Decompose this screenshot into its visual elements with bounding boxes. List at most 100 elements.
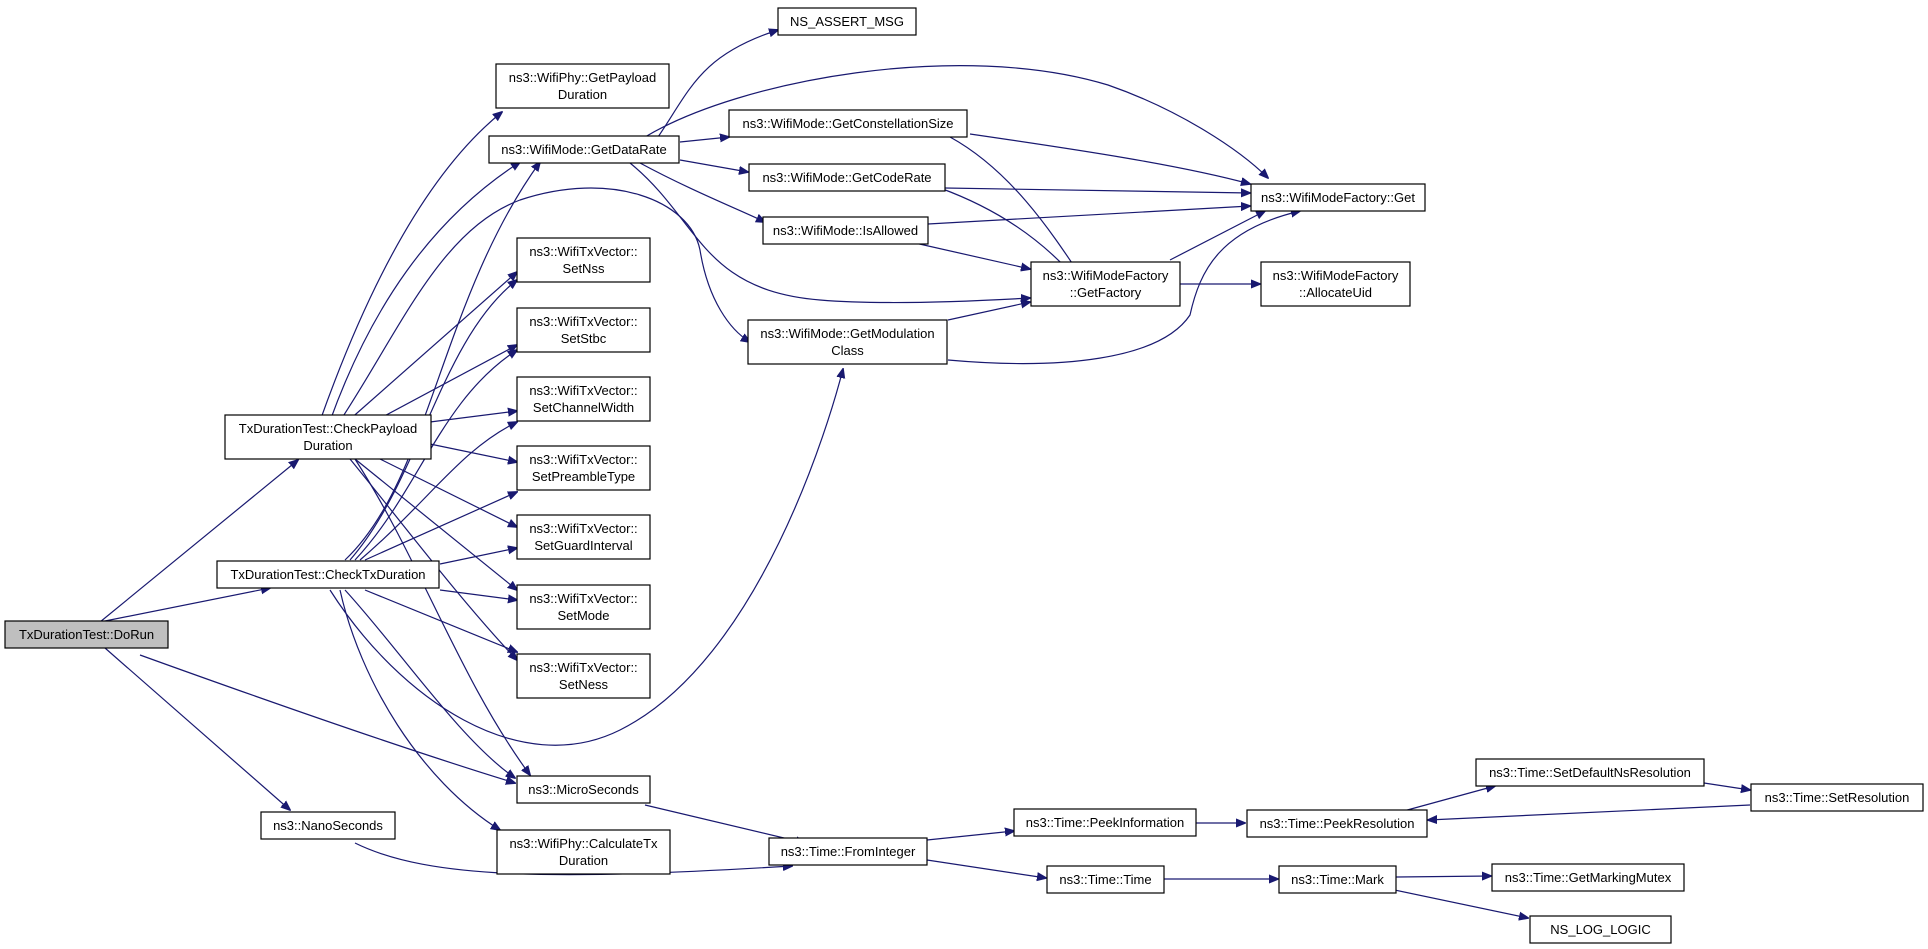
node-box [768,837,928,866]
nodes: TxDurationTest::DoRun TxDurationTest::Che… [4,7,1924,944]
node-is-allowed[interactable]: ns3::WifiMode::IsAllowed [762,216,929,245]
node-time-mark[interactable]: ns3::Time::Mark [1278,865,1397,894]
node-wifi-mode-factory-get[interactable]: ns3::WifiModeFactory::Get [1250,183,1426,212]
node-allocate-uid[interactable]: ns3::WifiModeFactory::AllocateUid [1260,261,1411,307]
node-box [1030,261,1181,307]
node-label: ns3::Time::GetMarkingMutex [1505,870,1672,885]
node-label: SetChannelWidth [533,400,634,415]
edge-mark-to-nsloglogic [1389,888,1528,918]
edge-getdatarate-to-isallowed [639,162,765,222]
node-box [516,584,651,630]
node-box [777,7,917,36]
node-label: NS_LOG_LOGIC [1550,922,1650,937]
edge-checkpayload-to-getpayloadduration [319,112,502,422]
edge-getfactory-to-get [1169,211,1265,261]
node-get-constellation-size[interactable]: ns3::WifiMode::GetConstellationSize [728,109,968,138]
edge-getdatarate-to-getconstellationsize [679,137,729,142]
node-box [516,514,651,560]
node-set-default-ns-resolution[interactable]: ns3::Time::SetDefaultNsResolution [1475,758,1705,787]
node-set-guard-interval[interactable]: ns3::WifiTxVector::SetGuardInterval [516,514,651,560]
node-label: ns3::NanoSeconds [273,818,383,833]
edge-peekresolution-to-setdefaultnsresolution [1399,786,1495,813]
node-set-ness[interactable]: ns3::WifiTxVector::SetNess [516,653,651,699]
node-label: ns3::WifiMode::GetCodeRate [762,170,931,185]
node-box [516,376,651,422]
node-set-nss[interactable]: ns3::WifiTxVector::SetNss [516,237,651,283]
node-set-preamble-type[interactable]: ns3::WifiTxVector::SetPreambleType [516,445,651,491]
edge-getconstellationsize-to-get [969,133,1250,184]
node-time-time[interactable]: ns3::Time::Time [1046,865,1165,894]
node-label: Duration [558,87,607,102]
node-box [1475,758,1705,787]
edge-checkpayload-to-getmodulation [339,187,750,422]
edge-checkpayload-to-getdatarate [329,162,520,422]
node-set-resolution[interactable]: ns3::Time::SetResolution [1750,783,1924,812]
node-label: ns3::Time::Time [1059,872,1151,887]
node-label: SetPreambleType [532,469,635,484]
node-get-code-rate[interactable]: ns3::WifiMode::GetCodeRate [748,163,946,192]
node-label: ns3::Time::SetDefaultNsResolution [1489,765,1691,780]
node-set-stbc[interactable]: ns3::WifiTxVector::SetStbc [516,307,651,353]
node-label: Duration [559,853,608,868]
node-get-factory[interactable]: ns3::WifiModeFactory::GetFactory [1030,261,1181,307]
node-dorun[interactable]: TxDurationTest::DoRun [4,620,169,649]
node-box [488,135,680,164]
edge-getdatarate-to-getcoderate [679,159,748,172]
edge-getcoderate-to-get [944,187,1250,193]
node-label: ns3::MicroSeconds [528,782,639,797]
node-peek-information[interactable]: ns3::Time::PeekInformation [1013,808,1197,837]
node-micro-seconds[interactable]: ns3::MicroSeconds [516,775,651,804]
node-box [516,445,651,491]
edge-getmodulation-to-get [947,211,1300,365]
node-label: ns3::WifiMode::GetModulation [760,326,934,341]
node-box [224,414,432,460]
node-label: ns3::WifiMode::GetConstellationSize [743,116,954,131]
node-label: ns3::WifiTxVector:: [529,244,637,259]
node-nano-seconds[interactable]: ns3::NanoSeconds [260,811,396,840]
node-box [728,109,968,138]
node-ns-assert-msg[interactable]: NS_ASSERT_MSG [777,7,917,36]
edges [99,30,1750,918]
node-label: ns3::Time::PeekInformation [1026,815,1184,830]
edge-checkpayload-to-setguardinterval [379,458,517,527]
edge-getdatarate-to-nsassertmsg [657,30,778,138]
node-label: ns3::WifiMode::IsAllowed [773,223,918,238]
node-label: SetMode [557,608,609,623]
node-label: ns3::WifiModeFactory::Get [1261,190,1415,205]
edge-dorun-to-checktx [99,588,270,623]
node-get-marking-mutex[interactable]: ns3::Time::GetMarkingMutex [1491,863,1685,892]
edge-getmodulation-to-getfactory [947,302,1030,321]
edge-checktx-to-setguardinterval [439,548,517,565]
node-get-data-rate[interactable]: ns3::WifiMode::GetDataRate [488,135,680,164]
edge-checkpayload-to-setpreambletype [429,443,517,462]
node-box [495,63,670,109]
node-set-mode[interactable]: ns3::WifiTxVector::SetMode [516,584,651,630]
node-box [1750,783,1924,812]
node-label: ns3::WifiPhy::GetPayload [509,70,656,85]
node-ns-log-logic[interactable]: NS_LOG_LOGIC [1529,915,1672,944]
node-peek-resolution[interactable]: ns3::Time::PeekResolution [1246,809,1428,838]
node-set-channel-width[interactable]: ns3::WifiTxVector::SetChannelWidth [516,376,651,422]
edge-getconstellationsize-to-getfactory [949,136,1080,275]
edge-dorun-to-microseconds [139,654,515,783]
edge-microseconds-to-frominteger [644,804,805,843]
node-label: SetStbc [561,331,607,346]
edge-checktx-to-calculatetx [339,589,500,830]
node-box [1013,808,1197,837]
edge-getdatarate-to-getfactory [629,162,1030,303]
edge-getcoderate-to-getfactory [939,187,1070,272]
node-label: ns3::WifiTxVector:: [529,314,637,329]
node-check-tx[interactable]: TxDurationTest::CheckTxDuration [216,560,440,589]
edge-checkpayload-to-microseconds [354,458,530,775]
node-label: ::GetFactory [1070,285,1142,300]
node-label: SetGuardInterval [534,538,632,553]
node-label: ns3::Time::FromInteger [781,844,916,859]
node-label: Class [831,343,864,358]
edge-getdatarate-to-wifimodefactoryget [644,65,1268,178]
node-from-integer[interactable]: ns3::Time::FromInteger [768,837,928,866]
